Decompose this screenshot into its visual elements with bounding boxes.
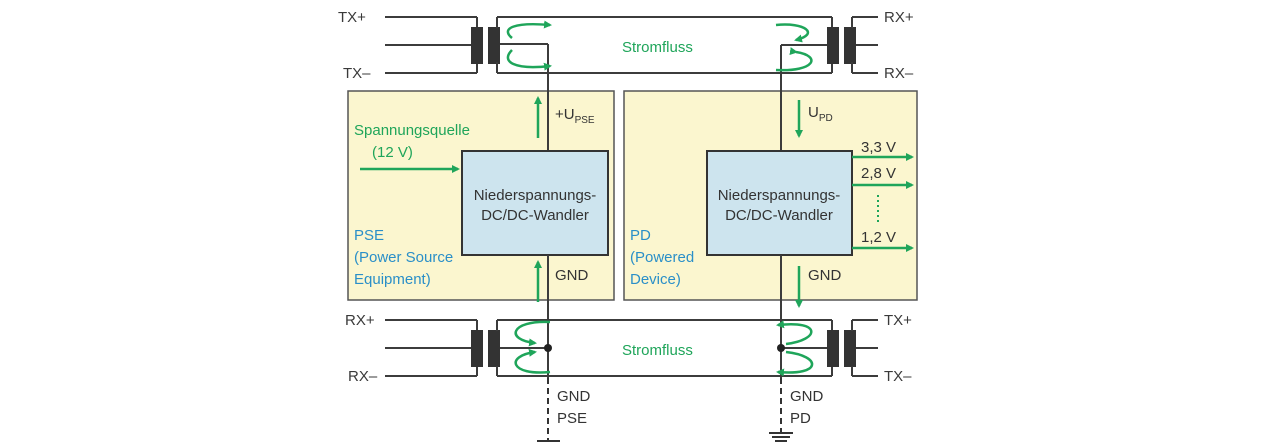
bottom-left-plus-label: RX+ [345,312,375,329]
pd-ground-label-1: GND [790,388,824,405]
flow-arrow-icon [506,49,552,71]
bottom-right-transformer [827,319,878,377]
pse-name-line1: PSE [354,227,384,244]
flow-arrow-icon [514,320,551,347]
flow-arrow-icon [514,348,551,374]
bottom-right-minus-label: TX– [884,368,912,385]
pd-ground-label-2: PD [790,410,811,427]
pse-ground-label-2: PSE [557,410,587,427]
top-left-minus-label: TX– [343,65,371,82]
pd-converter-box [706,150,853,256]
top-left-plus-label: TX+ [338,9,366,26]
source-label-line1: Spannungsquelle [354,122,470,139]
pd-ground-icon [769,432,793,442]
upd-label: UPD [808,104,833,124]
pse-converter-line1: Niederspannungs- [474,187,597,204]
pse-name-line2: (Power Source [354,249,453,266]
top-current-flow-label: Stromfluss [622,39,693,56]
pd-gnd-label: GND [808,267,842,284]
pd-name-line1: PD [630,227,651,244]
bottom-right-plus-label: TX+ [884,312,912,329]
upse-label: +UPSE [555,106,595,126]
pse-converter-box [461,150,609,256]
top-left-transformer [385,16,500,74]
bottom-left-transformer [385,319,500,377]
pd-junction-dot [777,344,785,352]
pse-ground-label-1: GND [557,388,591,405]
output-voltage-3: 1,2 V [861,229,896,246]
pd-name-line2: (Powered [630,249,694,266]
output-voltage-2: 2,8 V [861,165,896,182]
flow-arrow-icon [776,320,813,346]
flow-arrow-icon [775,47,813,72]
flow-arrow-icon [775,23,810,43]
output-voltage-1: 3,3 V [861,139,896,156]
bottom-current-flow-label: Stromfluss [622,342,693,359]
pse-name-line3: Equipment) [354,271,431,288]
top-right-minus-label: RX– [884,65,914,82]
pse-converter-line2: DC/DC-Wandler [481,207,589,224]
pse-gnd-label: GND [555,267,589,284]
pse-junction-dot [544,344,552,352]
pd-converter-line1: Niederspannungs- [718,187,841,204]
top-right-transformer [827,16,878,74]
pd-converter-line2: DC/DC-Wandler [725,207,833,224]
source-label-line2: (12 V) [372,144,413,161]
top-right-plus-label: RX+ [884,9,914,26]
flow-arrow-icon [776,350,814,377]
pd-name-line3: Device) [630,271,681,288]
bottom-left-minus-label: RX– [348,368,378,385]
flow-arrow-icon [506,20,552,39]
